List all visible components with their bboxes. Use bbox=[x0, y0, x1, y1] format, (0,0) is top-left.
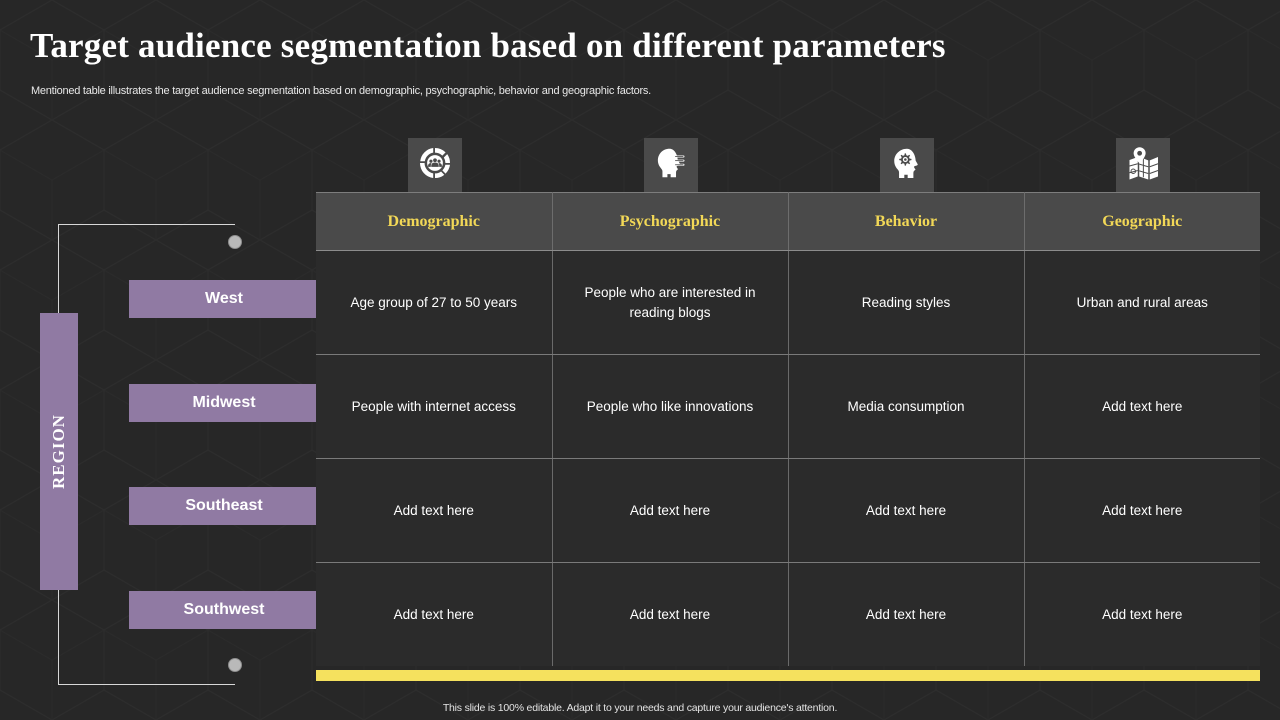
region-bracket-bottom bbox=[58, 452, 235, 685]
icon-box-psychographic bbox=[644, 138, 698, 192]
table-cell[interactable]: Add text here bbox=[1024, 458, 1260, 563]
table-cell[interactable]: Add text here bbox=[552, 562, 789, 666]
region-axis-bar bbox=[40, 313, 78, 590]
demographic-pie-people-icon bbox=[417, 145, 453, 186]
column-header-psychographic: Psychographic bbox=[552, 192, 789, 251]
page-subtitle: Mentioned table illustrates the target a… bbox=[31, 85, 651, 97]
icon-box-behavior bbox=[880, 138, 934, 192]
region-arrow-southeast[interactable]: Southeast bbox=[129, 487, 350, 525]
region-bracket-dot-bottom bbox=[228, 658, 242, 672]
region-arrow-label: Midwest bbox=[192, 394, 256, 411]
table-cell[interactable]: Add text here bbox=[1024, 354, 1260, 459]
table-row: Age group of 27 to 50 years People who a… bbox=[316, 250, 1260, 355]
psychographic-head-lines-icon bbox=[653, 145, 689, 186]
region-arrow-west[interactable]: West bbox=[129, 280, 350, 318]
table-cell[interactable]: Urban and rural areas bbox=[1024, 250, 1260, 355]
icon-box-demographic bbox=[408, 138, 462, 192]
region-arrow-label: West bbox=[205, 290, 243, 307]
column-header-behavior: Behavior bbox=[788, 192, 1025, 251]
region-axis-label: REGION bbox=[49, 414, 68, 489]
table-header-row: Demographic Psychographic Behavior Geogr… bbox=[316, 192, 1260, 251]
column-header-geographic: Geographic bbox=[1024, 192, 1260, 251]
column-header-demographic: Demographic bbox=[316, 192, 553, 251]
slide-footer-note: This slide is 100% editable. Adapt it to… bbox=[442, 702, 838, 714]
region-arrow-southwest[interactable]: Southwest bbox=[129, 591, 350, 629]
region-bracket-dot-top bbox=[228, 235, 242, 249]
table-row: People with internet access People who l… bbox=[316, 354, 1260, 459]
behavior-head-gear-icon bbox=[889, 145, 925, 186]
table-cell[interactable]: Add text here bbox=[316, 458, 553, 563]
accent-bar bbox=[316, 670, 1260, 681]
table-row: Add text here Add text here Add text her… bbox=[316, 458, 1260, 563]
icon-box-geographic bbox=[1116, 138, 1170, 192]
table-cell[interactable]: Add text here bbox=[788, 562, 1025, 666]
segmentation-table: Demographic Psychographic Behavior Geogr… bbox=[316, 192, 1260, 666]
region-arrow-label: Southwest bbox=[183, 601, 265, 618]
table-cell[interactable]: People who are interested in reading blo… bbox=[552, 250, 789, 355]
table-row: Add text here Add text here Add text her… bbox=[316, 562, 1260, 666]
geographic-map-pin-icon bbox=[1125, 145, 1161, 186]
table-cell[interactable]: Age group of 27 to 50 years bbox=[316, 250, 553, 355]
region-arrow-label: Southeast bbox=[185, 497, 263, 514]
table-cell[interactable]: Add text here bbox=[316, 562, 553, 666]
table-cell[interactable]: Media consumption bbox=[788, 354, 1025, 459]
table-cell[interactable]: Add text here bbox=[1024, 562, 1260, 666]
region-arrow-midwest[interactable]: Midwest bbox=[129, 384, 350, 422]
table-cell[interactable]: Add text here bbox=[552, 458, 789, 563]
table-cell[interactable]: People who like innovations bbox=[552, 354, 789, 459]
table-cell[interactable]: Add text here bbox=[788, 458, 1025, 563]
table-cell[interactable]: Reading styles bbox=[788, 250, 1025, 355]
table-cell[interactable]: People with internet access bbox=[316, 354, 553, 459]
page-title: Target audience segmentation based on di… bbox=[30, 26, 946, 65]
